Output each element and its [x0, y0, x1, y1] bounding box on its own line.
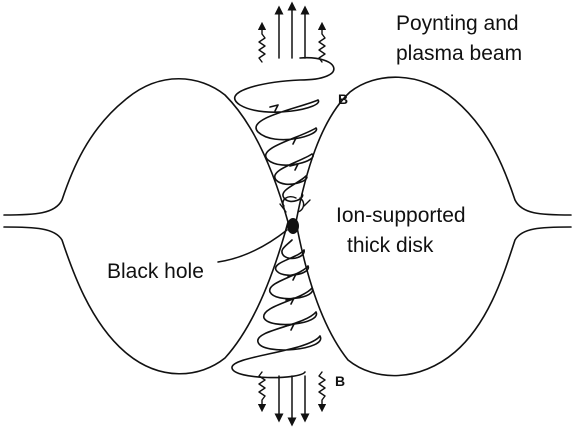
disk-label-line1: Ion-supported: [336, 204, 466, 227]
helix-arrowhead: [270, 105, 278, 111]
b-field-label-top: B: [338, 91, 348, 107]
disk-label-line2: thick disk: [347, 234, 434, 257]
b-field-label-bottom: B: [335, 373, 345, 389]
helix-arrowhead: [290, 164, 298, 170]
swirl-arrows: [280, 197, 310, 212]
thick-disk-left: [4, 79, 288, 374]
helix-arrowhead: [288, 138, 296, 144]
beam-label-line2: plasma beam: [396, 42, 522, 65]
outflow-arrows-bottom: [279, 376, 305, 422]
outflow-arrows-top: [279, 6, 305, 58]
black-hole-label: Black hole: [107, 260, 204, 283]
beam-label-line1: Poynting and: [396, 12, 519, 35]
black-hole: [287, 218, 299, 234]
helix-arrowhead: [286, 324, 294, 330]
helical-field-line: [235, 58, 334, 202]
